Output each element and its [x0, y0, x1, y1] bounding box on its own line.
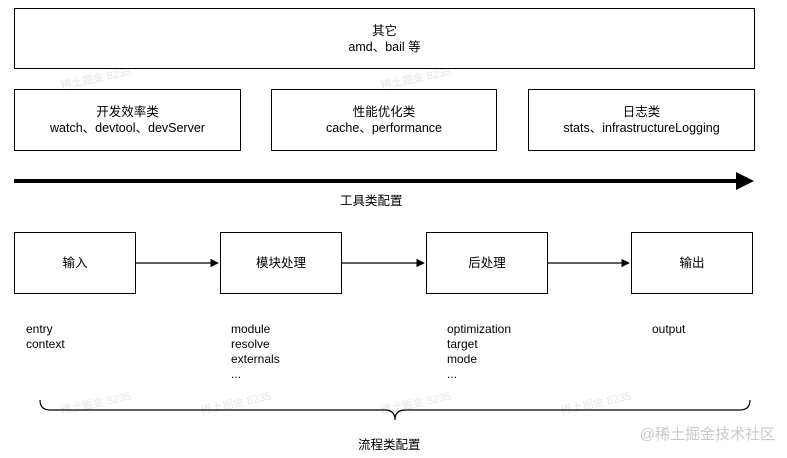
- brand-watermark: @稀土掘金技术社区: [639, 426, 775, 443]
- list-item: ...: [231, 367, 242, 381]
- list-item: context: [26, 337, 65, 351]
- flow-box-input: 输入: [14, 232, 136, 294]
- list-item: module: [231, 322, 271, 336]
- flow-box-module-processing: 模块处理: [220, 232, 342, 294]
- tool-box-detail: watch、devtool、devServer: [50, 121, 205, 135]
- top-box-title: 其它: [371, 23, 397, 38]
- flow-box-output: 输出: [631, 232, 753, 294]
- list-item: resolve: [231, 337, 270, 351]
- flow-brace: [39, 399, 751, 421]
- flow-list-post: optimization target mode ...: [447, 322, 511, 382]
- flow-list-module: module resolve externals ...: [231, 322, 280, 382]
- tool-box-performance: 性能优化类 cache、performance: [271, 89, 497, 151]
- list-item: entry: [26, 322, 53, 336]
- list-item: output: [652, 322, 686, 336]
- list-item: optimization: [447, 322, 512, 336]
- tool-box-detail: stats、infrastructureLogging: [563, 121, 720, 135]
- flow-list-input: entry context: [26, 322, 65, 352]
- tool-box-title: 性能优化类: [352, 105, 416, 119]
- top-box-other: 其它 amd、bail 等: [14, 8, 755, 69]
- tool-axis-label: 工具类配置: [340, 194, 403, 208]
- top-box-detail: amd、bail 等: [348, 39, 421, 54]
- tool-box-title: 日志类: [622, 105, 661, 119]
- tool-axis-arrowhead: [736, 172, 754, 190]
- flow-box-post-processing: 后处理: [426, 232, 548, 294]
- list-item: target: [447, 337, 478, 351]
- flow-label: 流程类配置: [358, 438, 421, 452]
- list-item: externals: [231, 352, 280, 366]
- tool-box-detail: cache、performance: [325, 121, 443, 135]
- list-item: mode: [447, 352, 478, 366]
- tool-box-dev-efficiency: 开发效率类 watch、devtool、devServer: [14, 89, 241, 151]
- tool-box-title: 开发效率类: [96, 105, 159, 119]
- list-item: ...: [447, 367, 458, 381]
- tool-box-logging: 日志类 stats、infrastructureLogging: [528, 89, 755, 151]
- flow-list-output: output: [652, 322, 685, 337]
